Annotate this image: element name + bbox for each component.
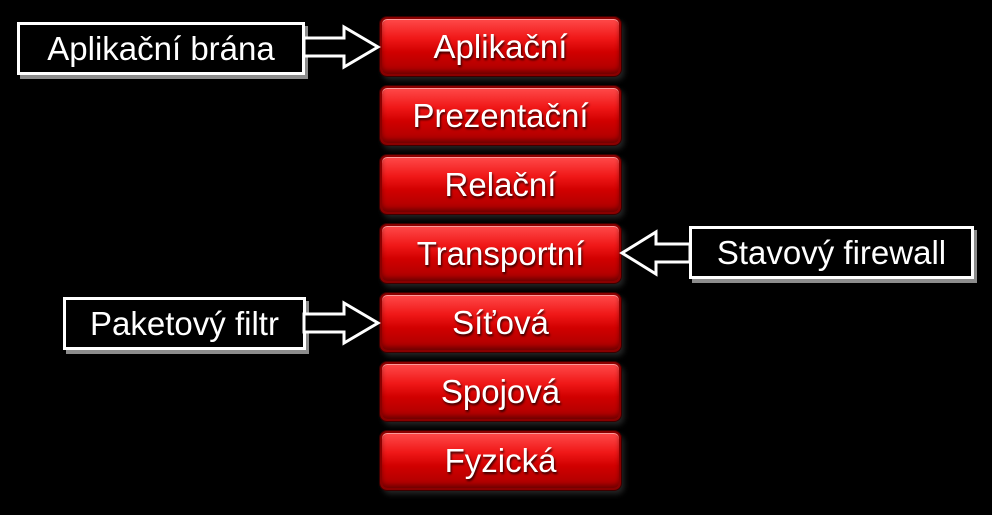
layer-transport-label: Transportní xyxy=(416,234,585,272)
layer-application: Aplikační xyxy=(380,17,621,76)
layer-session: Relační xyxy=(380,155,621,214)
application-gateway-label: Aplikační brána xyxy=(17,22,305,75)
arrow-left-icon xyxy=(619,229,692,277)
layer-presentation: Prezentační xyxy=(380,86,621,145)
layer-network-label: Síťová xyxy=(452,303,549,341)
packet-filter-text: Paketový filtr xyxy=(90,304,279,342)
arrow-right-icon xyxy=(302,300,381,346)
layer-presentation-label: Prezentační xyxy=(412,96,589,134)
layer-transport: Transportní xyxy=(380,224,621,283)
arrow-right-icon xyxy=(302,24,381,70)
stateful-firewall-text: Stavový firewall xyxy=(716,233,947,271)
layer-application-label: Aplikační xyxy=(433,27,568,65)
layer-data-link: Spojová xyxy=(380,362,621,421)
packet-filter-label: Paketový filtr xyxy=(63,297,306,350)
layer-session-label: Relační xyxy=(444,165,557,203)
layer-data-link-label: Spojová xyxy=(440,372,561,410)
layer-physical-label: Fyzická xyxy=(444,441,557,479)
stateful-firewall-label: Stavový firewall xyxy=(689,226,974,279)
application-gateway-text: Aplikační brána xyxy=(47,29,275,67)
layer-network: Síťová xyxy=(380,293,621,352)
layer-physical: Fyzická xyxy=(380,431,621,490)
